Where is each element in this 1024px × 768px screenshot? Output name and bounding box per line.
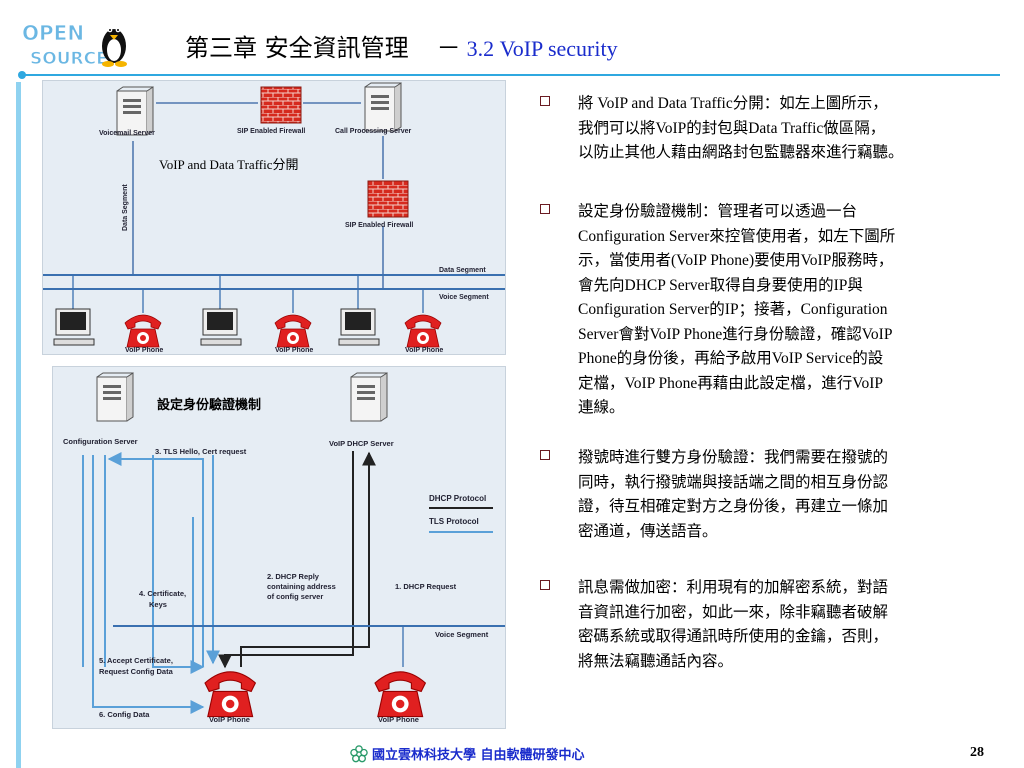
bullet-line: 證，待互相確定對方之身份後，再建立一條加 [578,498,889,515]
sip-firewall-top-label: SIP Enabled Firewall [237,128,305,135]
chapter-title: 第三章 安全資訊管理 [185,34,409,62]
step4-label-line1: 4. Certificate, [139,589,186,598]
voip-phone-icon-3 [404,314,442,348]
voicemail-server-icon [116,86,154,136]
step3-label: 3. TLS Hello, Cert request [155,447,247,456]
figure2-caption: 設定身份驗證機制 [157,398,262,413]
bullet-text-2: 設定身份驗證機制：管理者可以透過一台 Configuration Server來… [578,200,998,421]
bullet-line: 同時，執行撥號端與接話端之間的相互身份認 [578,473,889,491]
voip-phone-icon-caller [204,671,257,718]
penguin-icon [102,27,127,67]
configuration-server-icon [96,372,134,422]
header-rule [22,74,1000,76]
voip-phone-icon-callee [374,671,427,718]
header-rule-dot [18,71,26,79]
voice-segment-label: Voice Segment [439,294,489,301]
bullet-line: 定檔，VoIP Phone再藉由此設定檔，進行VoIP [578,374,884,392]
bullet-line: Configuration Server來控管使用者，如左下圖所 [578,227,896,245]
bullet-square-icon [540,450,550,460]
step1-label: 1. DHCP Request [395,582,457,591]
voip-dhcp-server-icon [350,372,388,422]
bullet-line: 連線。 [578,399,625,416]
sip-firewall-mid-label: SIP Enabled Firewall [345,222,413,229]
left-accent-bar [16,82,21,768]
bullet-line: Server會對VoIP Phone進行身份驗證，確認VoIP [578,325,893,343]
slide-title: 第三章 安全資訊管理 －3.2 VoIP security [185,28,618,63]
section-subtitle: 3.2 VoIP security [466,36,618,61]
voip-phone-label-3: VoIP Phone [405,347,443,354]
voip-phone-icon-2 [274,314,312,348]
bullet-line: 將無法竊聽通話內容。 [578,652,734,670]
call-processing-server-icon [364,82,402,132]
voip-phone-label-callee: VoIP Phone [378,715,419,724]
title-dash: － [436,34,461,62]
call-processing-server-label: Call Processing Server [335,128,412,135]
voip-phone-label-caller: VoIP Phone [209,715,250,724]
bullet-square-icon [540,580,550,590]
footer-organization: 國立雲林科技大學 自由軟體研發中心 [350,744,585,763]
logo-text-source: SOURCE [30,49,108,69]
voicemail-server-label: Voicemail Server [99,130,155,137]
voip-phone-label-2: VoIP Phone [275,347,313,354]
step2-label-line1: 2. DHCP Reply [267,572,320,581]
data-segment-vertical-label: Data Segment [122,184,129,231]
page-number: 28 [970,745,984,760]
data-segment-label: Data Segment [439,267,486,274]
bullet-line: 撥號時進行雙方身份驗證：我們需要在撥號的 [578,449,889,466]
voip-data-separation-diagram: Voicemail Server SIP Enabled Firewall Ca… [42,80,506,355]
bullet-text-4: 訊息需做加密：利用現有的加解密系統，對語 音資訊進行加密，如此一來，除非竊聽者破… [578,576,998,674]
bullet-line: 設定身份驗證機制：管理者可以透過一台 [578,203,858,220]
legend-dhcp-label: DHCP Protocol [429,494,486,503]
authentication-mechanism-diagram: Configuration Server VoIP DHCP Server Vo… [52,366,506,729]
bullet-line: Configuration Server的IP；接著，Configuration [578,301,888,318]
bullet-line: 密碼系統或取得通訊時所使用的金鑰，否則， [578,628,889,645]
footer-university-text: 國立雲林科技大學 自由軟體研發中心 [372,748,585,763]
pc-icon-2 [200,308,242,346]
bullet-line: 訊息需做加密：利用現有的加解密系統，對語 [578,579,889,596]
open-source-logo: OPEN SOURCE [18,14,138,70]
step5-label-line1: 5. Accept Certificate, [99,656,173,665]
bullet-line: 將 VoIP and Data Traffic分開：如左上圖所示， [578,95,888,112]
bullet-line: 以防止其他人藉由網路封包監聽器來進行竊聽。 [578,144,904,161]
bullet-text-1: 將 VoIP and Data Traffic分開：如左上圖所示， 我們可以將V… [578,92,998,166]
step4-label-line2: Keys [149,600,167,609]
legend-tls-label: TLS Protocol [429,517,479,526]
step5-label-line2: Request Config Data [99,667,174,676]
pc-icon-1 [53,308,95,346]
step2-label-line3: of config server [267,592,323,601]
bullet-square-icon [540,96,550,106]
step2-label-line2: containing address [267,582,336,591]
firewall-top-icon [260,86,302,124]
bullet-line: 會先向DHCP Server取得自身要使用的IP與 [578,276,863,294]
voice-segment-label-2: Voice Segment [435,630,489,639]
bullet-line: 我們可以將VoIP的封包與Data Traffic做區隔， [578,119,886,137]
bullet-line: 示，當使用者(VoIP Phone)要使用VoIP服務時， [578,252,894,269]
bullet-line: 密通道，傳送語音。 [578,522,718,540]
voip-dhcp-server-label: VoIP DHCP Server [329,439,394,448]
configuration-server-label: Configuration Server [63,437,138,446]
bullet-text-3: 撥號時進行雙方身份驗證：我們需要在撥號的 同時，執行撥號端與接話端之間的相互身份… [578,446,998,544]
voip-phone-label-1: VoIP Phone [125,347,163,354]
logo-text-open: OPEN [22,21,84,45]
flower-icon [350,745,368,763]
bullet-line: 音資訊進行加密，如此一來，除非竊聽者破解 [578,603,889,621]
pc-icon-3 [338,308,380,346]
bullet-line: Phone的身份後，再給予啟用VoIP Service的設 [578,350,884,367]
voip-phone-icon-1 [124,314,162,348]
figure1-caption: VoIP and Data Traffic分開 [159,157,299,172]
step6-label: 6. Config Data [99,710,150,719]
firewall-mid-icon [367,180,409,218]
bullet-square-icon [540,204,550,214]
